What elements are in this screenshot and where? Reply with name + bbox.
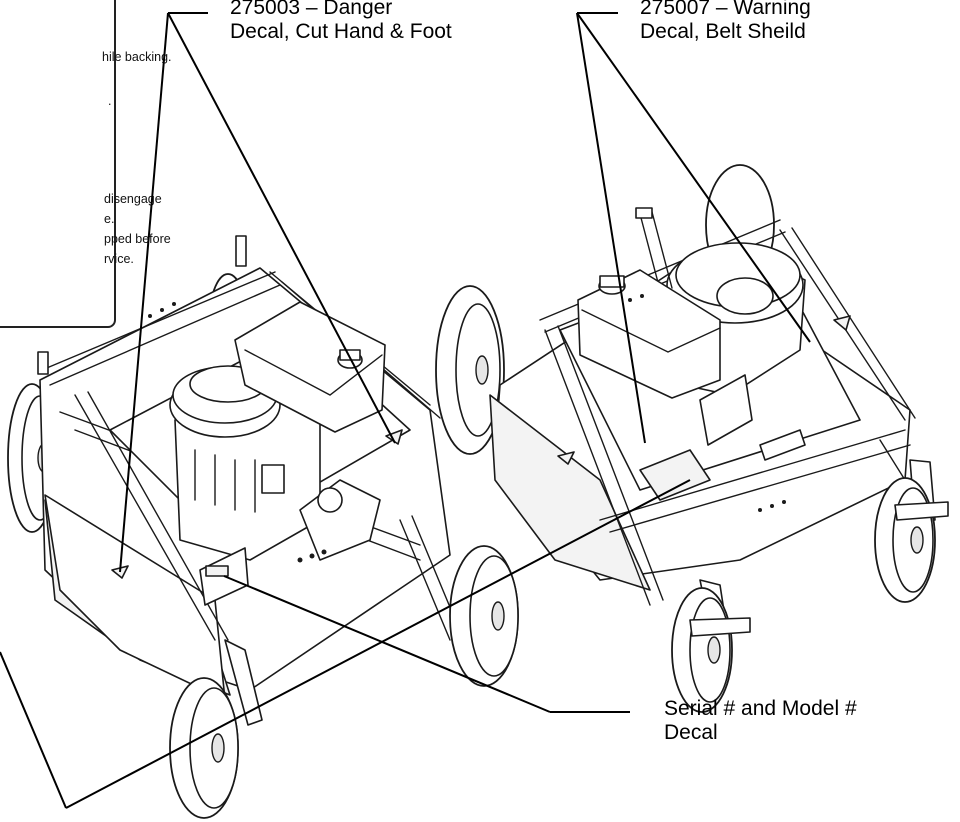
serial-decal-line1: Serial # and Model #	[664, 697, 857, 720]
warning-decal-label: 275007 – Warning Decal, Belt Sheild	[640, 0, 811, 44]
danger-decal-description: Decal, Cut Hand & Foot	[230, 20, 452, 43]
serial-decal-label: Serial # and Model # Decal	[664, 697, 857, 745]
left-mower-front-right-wheel	[449, 545, 519, 687]
danger-decal-label: 275003 – Danger Decal, Cut Hand & Foot	[230, 0, 452, 44]
left-mower-fuel-tank	[234, 301, 386, 433]
right-mower-front-left-wheel	[671, 579, 751, 713]
right-mower-front-right-wheel	[874, 459, 949, 603]
card-line-1: hile backing.	[102, 50, 172, 64]
warning-decal-card: hile backing. . disengage e. pped before…	[0, 0, 172, 328]
leader-lines	[0, 12, 811, 809]
warning-decal-description: Decal, Belt Sheild	[640, 20, 806, 43]
left-mower	[7, 235, 519, 819]
warning-decal-part-number: 275007 – Warning	[640, 0, 811, 19]
card-line-5: pped before	[104, 232, 171, 246]
card-line-2: .	[108, 94, 112, 108]
card-line-3: disengage	[104, 192, 162, 206]
right-mower	[435, 164, 949, 713]
serial-decal-line2: Decal	[664, 721, 718, 744]
left-mower-front-left-wheel	[169, 677, 239, 819]
danger-decal-part-number: 275003 – Danger	[230, 0, 393, 19]
card-line-4: e.	[104, 212, 115, 226]
card-line-6: rvice.	[104, 252, 134, 266]
right-mower-fuel-tank	[577, 269, 721, 399]
right-mower-rear-left-wheel	[435, 285, 505, 455]
